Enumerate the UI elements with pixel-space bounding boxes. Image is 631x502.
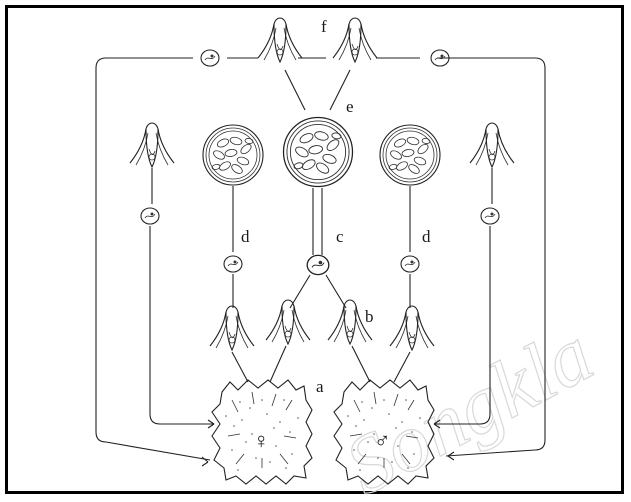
label-a: a [316, 377, 324, 396]
cyst-center [284, 118, 353, 187]
cyst-left [203, 125, 263, 185]
lower-medusa-2 [266, 300, 310, 344]
label-e: e [346, 97, 354, 116]
top-medusa-right [333, 18, 377, 62]
cyst-right [380, 125, 440, 185]
label-f: f [321, 17, 327, 36]
right-larva [481, 208, 499, 224]
middle-larva-left [224, 256, 242, 272]
left-larva [141, 208, 159, 224]
middle-larva-center [307, 255, 329, 274]
label-b: b [365, 307, 374, 326]
lower-medusa-4 [390, 306, 434, 350]
label-d-left: d [241, 227, 250, 246]
male-symbol: ♂ [374, 428, 391, 453]
label-d-right: d [422, 227, 431, 246]
top-medusa-left [258, 18, 302, 62]
lower-medusa-1 [210, 306, 254, 350]
label-c: c [336, 227, 344, 246]
left-medusa [130, 123, 174, 167]
watermark-text: Songkla [331, 308, 607, 502]
top-larva-left [201, 50, 219, 66]
right-medusa [470, 123, 514, 167]
female-symbol: ♀ [253, 428, 270, 453]
middle-larva-right [401, 256, 419, 272]
